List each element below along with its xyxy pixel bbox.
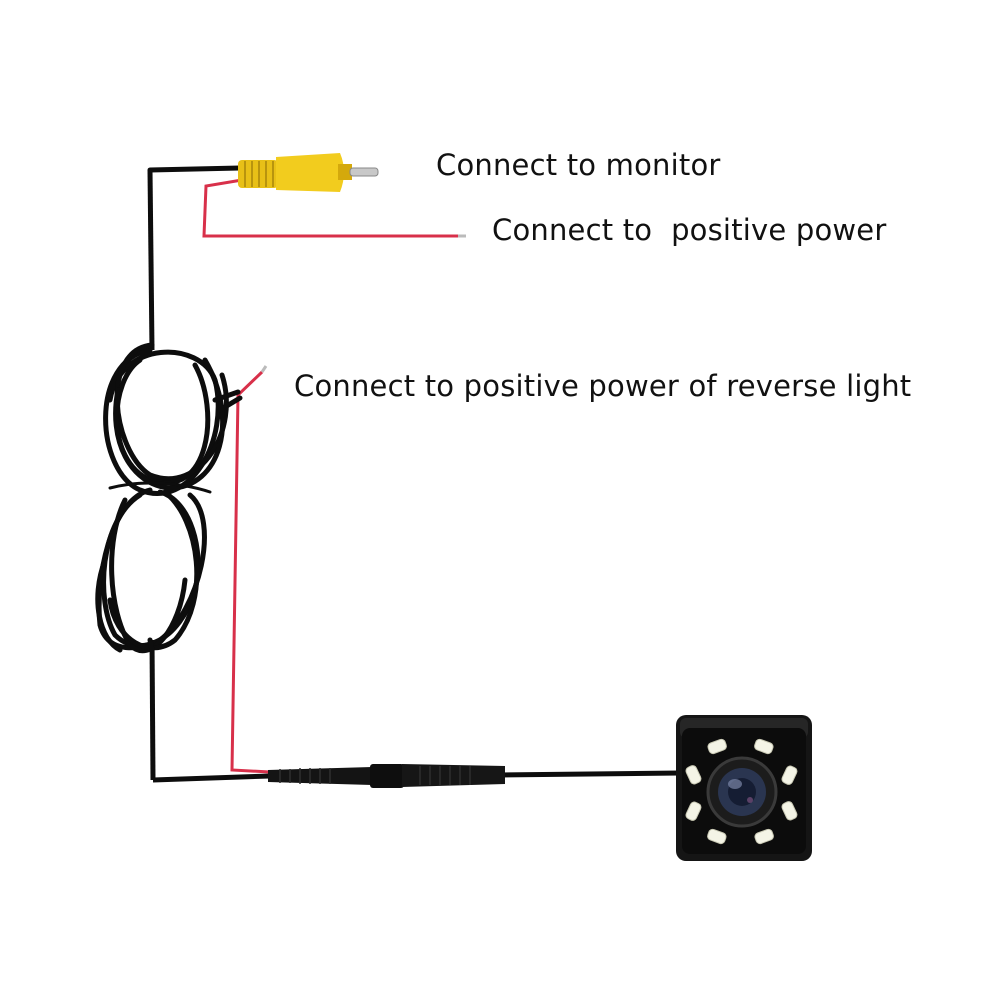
- rca-plug-icon: [238, 153, 379, 192]
- backup-camera-icon: [676, 715, 812, 861]
- positive-power-label: Connect to positive power: [492, 213, 887, 247]
- inline-connector-icon: [268, 764, 505, 788]
- cable-coil-icon: [95, 342, 243, 654]
- reverse-light-wire: [230, 370, 271, 774]
- main-cable: [147, 165, 681, 783]
- reverse-light-label: Connect to positive power of reverse lig…: [294, 369, 912, 403]
- power-wire-top: [202, 178, 460, 238]
- monitor-label: Connect to monitor: [436, 148, 721, 182]
- reverse-light-wire-tip: [260, 365, 268, 373]
